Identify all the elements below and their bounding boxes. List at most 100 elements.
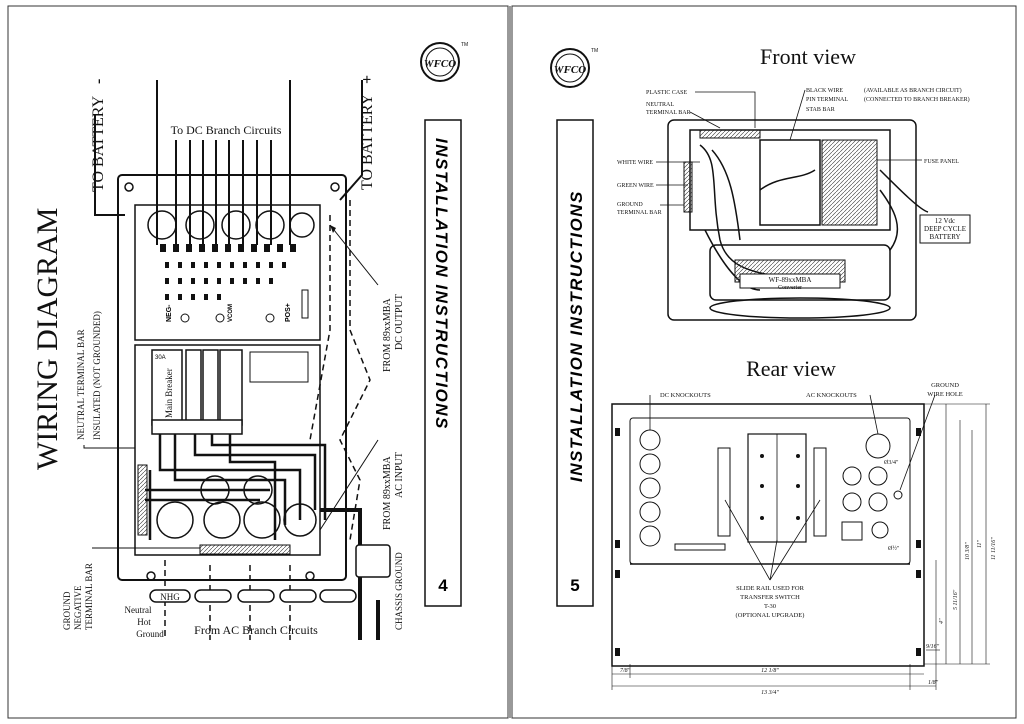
main-breaker: Main Breaker 30A bbox=[151, 349, 243, 435]
ground-hole-label-2: WIRE HOLE bbox=[927, 391, 963, 398]
green-wire-label: GREEN WIRE bbox=[617, 183, 654, 189]
dim-12-1-8: 12 1/8" bbox=[761, 668, 779, 674]
white-wire-label: WHITE WIRE bbox=[617, 160, 653, 166]
breaker-rating: 30A bbox=[155, 355, 166, 361]
from-ac-branch-label: From AC Branch Circuits bbox=[194, 623, 318, 637]
slide-rail-label-4: (OPTIONAL UPGRADE) bbox=[736, 612, 805, 619]
to-battery-neg-label: TO BATTERY bbox=[90, 95, 107, 192]
dc-fuse-section bbox=[134, 204, 321, 341]
neutral-bar-label-2: TERMINAL BAR bbox=[646, 110, 691, 116]
front-battery: 12 Vdc DEEP CYCLE BATTERY bbox=[919, 214, 971, 244]
dc-branch-circuits-label: To DC Branch Circuits bbox=[171, 123, 282, 137]
stab-bar-label: STAB BAR bbox=[806, 107, 835, 113]
black-wire-label: BLACK WIRE bbox=[806, 88, 843, 94]
dim-4: 4" bbox=[938, 618, 945, 624]
converter-label: Converter bbox=[778, 285, 802, 291]
right-heading-box bbox=[556, 119, 594, 607]
nhg-label: NHG bbox=[160, 592, 180, 602]
fuse-rows bbox=[165, 262, 286, 300]
left-page-border bbox=[7, 5, 509, 719]
left-logo: WFCO TM bbox=[420, 42, 468, 82]
hot-label: Hot bbox=[137, 617, 151, 627]
rear-view-panel bbox=[611, 403, 925, 667]
to-battery-pos-sign: + bbox=[359, 75, 376, 84]
ac-wiring bbox=[145, 434, 327, 540]
right-page-border bbox=[511, 5, 1017, 719]
ac-branch-glands bbox=[149, 589, 357, 603]
neutral-terminal-bar-label: NEUTRAL TERMINAL BAR bbox=[76, 329, 86, 440]
rear-callout-lines bbox=[649, 394, 936, 581]
dc-output-label: DC OUTPUT bbox=[394, 294, 405, 350]
rear-dc-knockouts bbox=[639, 429, 661, 547]
available-note: (AVAILABLE AS BRANCH CIRCUIT) bbox=[864, 87, 962, 94]
battery-type: DEEP CYCLE bbox=[924, 225, 966, 233]
left-heading-box bbox=[424, 119, 462, 607]
rear-dimension-lines bbox=[611, 403, 990, 690]
chassis-ground-label: CHASSIS GROUND bbox=[394, 552, 404, 630]
vcom-label: VCOM bbox=[228, 304, 234, 322]
panel-cabinet bbox=[117, 174, 347, 581]
battery-voltage: 12 Vdc bbox=[935, 217, 955, 225]
front-stab-bar bbox=[759, 139, 821, 226]
ground-bar-label-2: NEGATIVE bbox=[73, 585, 83, 630]
ground-terminal-bar bbox=[199, 544, 291, 555]
converter-model: WF-89xxMBA bbox=[769, 276, 812, 284]
to-battery-neg-sign: - bbox=[90, 79, 107, 84]
connected-note: (CONNECTED TO BRANCH BREAKER) bbox=[864, 96, 970, 103]
ground-label: Ground bbox=[136, 629, 164, 639]
ac-knockout-circles bbox=[156, 475, 317, 539]
from-dc-output-label: FROM 89xxMBA bbox=[382, 298, 393, 372]
insulated-note: INSULATED (NOT GROUNDED) bbox=[92, 311, 102, 440]
right-page-number: 5 bbox=[570, 576, 579, 595]
dim-9-16: 9/16" bbox=[926, 644, 940, 650]
right-logo-text: WFCO bbox=[554, 64, 586, 76]
front-converter: WF-89xxMBA Converter bbox=[709, 244, 891, 301]
plastic-case-label: PLASTIC CASE bbox=[646, 90, 688, 96]
dim-5-11-16: 5 11/16" bbox=[953, 589, 959, 610]
dim-13-3-4: 13 3/4" bbox=[761, 689, 779, 696]
ground-bar-label-1: GROUND bbox=[62, 591, 72, 630]
neutral-bar-label-1: NEUTRAL bbox=[646, 102, 674, 108]
front-view-case bbox=[667, 119, 917, 321]
front-view-title: Front view bbox=[760, 44, 856, 69]
ground-bar-label-bottom: TERMINAL BAR bbox=[617, 210, 662, 216]
slide-rail-label-2: TRANSFER SWITCH bbox=[740, 594, 800, 601]
dim-7-8: 7/8" bbox=[620, 668, 631, 674]
front-ground-bar bbox=[683, 161, 693, 213]
dim-1-8: 1/8" bbox=[928, 680, 939, 686]
from-ac-input-label: FROM 89xxMBA bbox=[382, 456, 393, 530]
slide-rail-label-1: SLIDE RAIL USED FOR bbox=[736, 585, 804, 592]
ground-hole-label-1: GROUND bbox=[931, 382, 959, 389]
left-logo-text: WFCO bbox=[424, 58, 456, 70]
fuse-terminals bbox=[160, 244, 296, 252]
right-logo-tm: TM bbox=[591, 48, 598, 54]
dim-11: 11" bbox=[977, 539, 983, 548]
ac-input-label: AC INPUT bbox=[394, 452, 405, 498]
front-fuse-panel bbox=[821, 139, 878, 226]
to-battery-pos-label: TO BATTERY bbox=[359, 93, 376, 190]
fuse-panel-label: FUSE PANEL bbox=[924, 159, 959, 165]
neg-label: NEG- bbox=[166, 304, 173, 322]
main-breaker-label: Main Breaker bbox=[164, 368, 174, 418]
dim-11-11-16: 11 11/16" bbox=[991, 537, 997, 560]
rear-ac-knockouts bbox=[841, 433, 903, 541]
battery-label: BATTERY bbox=[929, 233, 960, 241]
neutral-terminal-bar bbox=[137, 464, 148, 536]
left-logo-tm: TM bbox=[461, 42, 468, 48]
wiring-diagram-title: WIRING DIAGRAM bbox=[31, 208, 64, 470]
neutral-label: Neutral bbox=[125, 605, 152, 615]
pin-terminal-label: PIN TERMINAL bbox=[806, 97, 848, 103]
diameter-large: Ø3/4" bbox=[884, 460, 899, 466]
left-vertical-heading: INSTALLATION INSTRUCTIONS bbox=[432, 138, 451, 430]
ground-bar-label-3: TERMINAL BAR bbox=[84, 563, 94, 630]
right-logo: WFCO TM bbox=[550, 48, 598, 88]
pos-label: POS+ bbox=[285, 303, 292, 322]
ground-bar-label-top: GROUND bbox=[617, 202, 643, 208]
dc-knockout-circles bbox=[147, 210, 315, 240]
rear-view-title: Rear view bbox=[746, 356, 836, 381]
dim-10-3-8: 10 3/8" bbox=[965, 542, 971, 560]
left-page-number: 4 bbox=[438, 576, 448, 595]
diameter-small: Ø½" bbox=[888, 545, 900, 552]
rear-mount-tabs bbox=[615, 428, 921, 656]
